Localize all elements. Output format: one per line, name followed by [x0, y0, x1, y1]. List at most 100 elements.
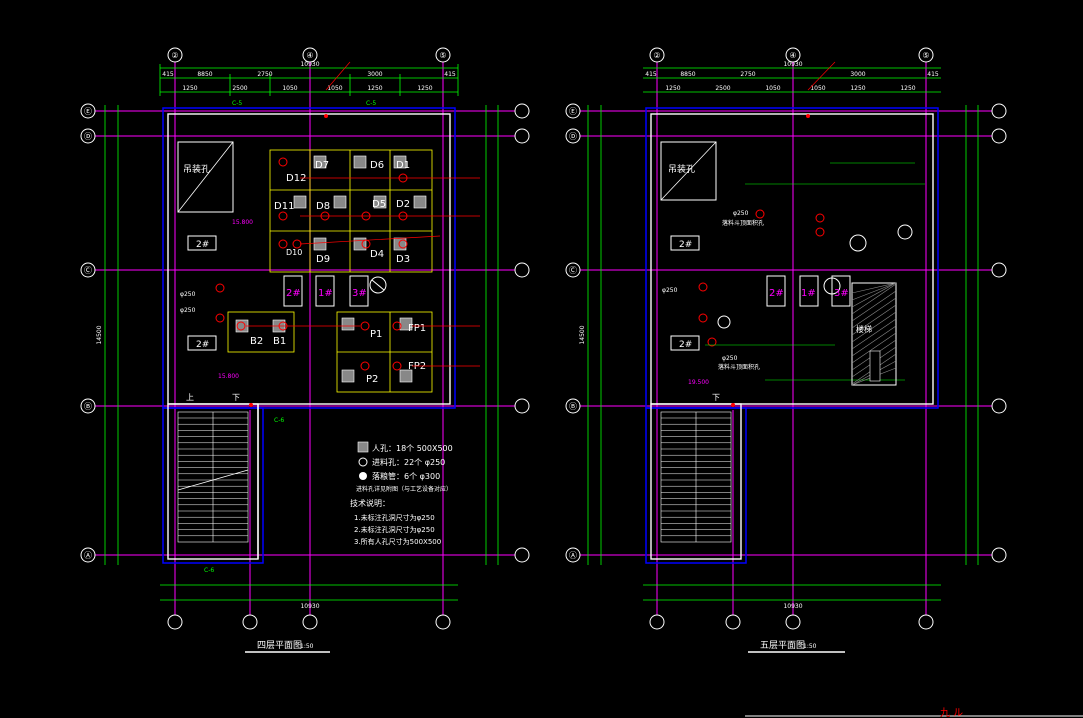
svg-text:1250: 1250	[417, 85, 432, 92]
stair-shaft-label: 楼梯	[856, 324, 872, 334]
axis-bubble-top-4	[302, 47, 318, 63]
room-d12: D12	[286, 173, 306, 184]
hatch-line	[851, 325, 897, 357]
feed-holes	[698, 209, 825, 347]
manhole	[353, 155, 367, 169]
svg-text:3#: 3#	[834, 288, 849, 299]
legend-drop-pipe: 落粮管：6个 φ300	[372, 471, 440, 481]
svg-text:415: 415	[444, 71, 456, 78]
manhole	[333, 195, 347, 209]
blue-outline-stair	[162, 407, 264, 564]
svg-text:3#: 3#	[352, 288, 367, 299]
shaft-3	[349, 275, 369, 307]
fifth-floor-plan: ② ④ ⑤ Ⓔ Ⓓ Ⓒ Ⓑ Ⓐ 10930 415 8850 2750 3000	[565, 47, 1007, 653]
hatch-line	[851, 332, 897, 364]
stair-down: 下	[712, 393, 720, 402]
drop-pipe	[369, 276, 387, 294]
axis-bubble-left-B	[80, 398, 96, 414]
hatch-line	[851, 282, 897, 308]
room-d5: D5	[372, 199, 386, 210]
dimension-lines	[587, 67, 979, 601]
dim-overall-height: 14500	[96, 325, 103, 344]
shaft-labels: 2# 1# 3#	[769, 288, 849, 299]
svg-text:φ250: φ250	[662, 287, 678, 294]
legend-manhole-swatch	[357, 441, 369, 453]
axis-label-top-5: ⑤	[439, 51, 446, 60]
svg-text:C-5: C-5	[366, 100, 376, 107]
axis-label-left-C: Ⓒ	[84, 266, 92, 275]
svg-text:2500: 2500	[232, 85, 247, 92]
svg-text:8850: 8850	[197, 71, 212, 78]
small-box-upper	[187, 235, 217, 251]
stair-steps	[178, 417, 248, 537]
svg-text:C-5: C-5	[232, 100, 242, 107]
svg-text:1#: 1#	[801, 288, 816, 299]
svg-text:1050: 1050	[282, 85, 297, 92]
fourth-floor-plan: ② ④ ⑤ Ⓔ Ⓓ Ⓒ Ⓑ Ⓐ 10930	[80, 47, 530, 653]
tech-title: 技术说明：	[350, 498, 390, 508]
section-marks: C-5 C-5 C-6 C-6	[204, 100, 376, 574]
legend-note: 进料孔详见附图（与工艺设备对应）	[356, 485, 452, 493]
title-block-text: 九 ル	[940, 707, 963, 718]
axis-bubble-left-D	[80, 128, 96, 144]
dimension-lines	[104, 64, 499, 601]
feed-hole	[278, 239, 288, 249]
elevation-upper: 15.800	[232, 219, 253, 226]
shaft-boxes	[766, 275, 851, 307]
svg-text:Ⓒ: Ⓒ	[569, 266, 577, 275]
walls	[167, 113, 451, 560]
hatch-line	[851, 318, 897, 350]
room-p1: P1	[370, 329, 382, 340]
axis-bubbles	[565, 47, 1007, 630]
svg-text:1250: 1250	[367, 85, 382, 92]
room-d9: D9	[316, 254, 330, 265]
hatch-line	[851, 282, 897, 294]
legend-manhole: 人孔：18个 500X500	[372, 444, 453, 453]
svg-text:1#: 1#	[318, 288, 333, 299]
plan-scale: 1:50	[803, 643, 817, 650]
svg-text:Ⓓ: Ⓓ	[569, 132, 577, 141]
hatch-line	[851, 304, 897, 336]
svg-text:3000: 3000	[850, 71, 865, 78]
svg-text:2#: 2#	[769, 288, 784, 299]
svg-text:1250: 1250	[850, 85, 865, 92]
hatch-line	[851, 283, 897, 315]
axis-label-left-A: Ⓐ	[84, 551, 92, 560]
room-d7: D7	[315, 160, 329, 171]
axis-bubbles	[80, 47, 530, 630]
axis-label-top-2: ②	[171, 51, 178, 60]
hoist-hole-label: 吊装孔	[183, 163, 210, 175]
elevation-lower: 15.800	[218, 373, 239, 380]
axis-bubble-right-A	[514, 547, 530, 563]
svg-text:10930: 10930	[783, 61, 802, 68]
axis-bubble-labels: ② ④ ⑤ Ⓔ Ⓓ Ⓒ Ⓑ Ⓐ	[84, 51, 447, 560]
svg-text:1250: 1250	[182, 85, 197, 92]
hoist-hole	[660, 141, 717, 201]
svg-text:415: 415	[645, 71, 657, 78]
svg-text:C-6: C-6	[204, 567, 214, 574]
svg-text:Ⓔ: Ⓔ	[569, 107, 577, 116]
feed-hole	[236, 321, 246, 331]
axis-bubble-bottom-3	[242, 614, 258, 630]
manhole	[341, 369, 355, 383]
axis-bubble-left-C	[80, 262, 96, 278]
stair-up: 上	[186, 393, 194, 402]
axis-bubble-left-A	[80, 547, 96, 563]
axis-bubble-right-B	[514, 398, 530, 414]
dimension-texts: 10930 415 8850 2750 3000 415 1250 2500 1…	[645, 61, 939, 610]
svg-text:2#: 2#	[196, 240, 209, 250]
stair-steps	[661, 417, 731, 537]
svg-text:Ⓐ: Ⓐ	[569, 551, 577, 560]
plan-title: 四层平面图	[257, 640, 302, 651]
svg-text:C-6: C-6	[274, 417, 284, 424]
manhole	[373, 195, 387, 209]
room-p2: P2	[366, 374, 378, 385]
blue-outline	[162, 107, 456, 409]
manhole	[341, 317, 355, 331]
feed-hole	[278, 157, 288, 167]
svg-text:2#: 2#	[679, 240, 692, 250]
room-b1: B1	[273, 336, 286, 347]
axis-label-left-E: Ⓔ	[84, 107, 92, 116]
svg-text:3000: 3000	[367, 71, 382, 78]
room-d10: D10	[286, 248, 302, 257]
